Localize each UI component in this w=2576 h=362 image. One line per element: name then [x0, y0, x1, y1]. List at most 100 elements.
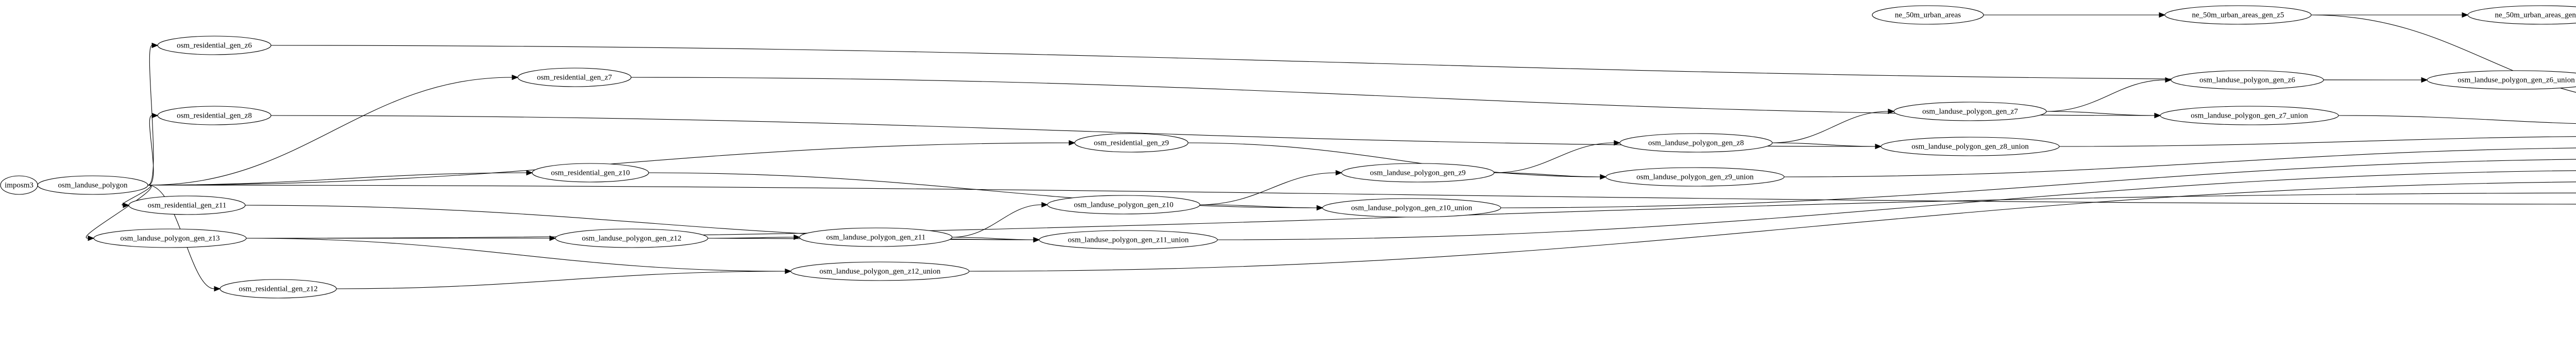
graph-edge: [86, 185, 152, 239]
graph-edge: [648, 172, 1317, 208]
node-ellipse[interactable]: [1872, 5, 1984, 25]
node-ellipse[interactable]: [532, 163, 649, 183]
graph-edge: [270, 45, 2422, 80]
edge-arrowhead: [526, 170, 533, 176]
graph-node-osm_landuse_polygon_gen_z11[interactable]: osm_landuse_polygon_gen_z11: [799, 227, 953, 247]
node-label: ne_50m_urban_areas_gen_z5: [2192, 11, 2284, 19]
edge-arrowhead: [1888, 108, 1895, 114]
graph-edge: [1494, 142, 1615, 173]
edge-arrowhead: [88, 235, 95, 241]
graph-node-osm_landuse_polygon_gen_z8[interactable]: osm_landuse_polygon_gen_z8: [1619, 133, 1773, 153]
graph-node-ne_50m_urban_areas[interactable]: ne_50m_urban_areas: [1872, 5, 1984, 25]
node-label: osm_residential_gen_z8: [177, 111, 252, 120]
graph-node-osm_residential_gen_z6[interactable]: osm_residential_gen_z6: [157, 36, 272, 55]
graph-node-osm_residential_gen_z12[interactable]: osm_residential_gen_z12: [219, 279, 337, 299]
edge-arrowhead: [2159, 12, 2166, 18]
node-ellipse[interactable]: [1039, 230, 1218, 250]
edge-layer: [30, 12, 2576, 292]
graph-node-ne_50m_urban_areas_gen_z5[interactable]: ne_50m_urban_areas_gen_z5: [2164, 5, 2312, 25]
node-label: osm_landuse_polygon_gen_z8_union: [1911, 142, 2029, 151]
node-ellipse[interactable]: [2467, 5, 2576, 25]
node-label: osm_landuse_polygon_gen_z7: [1922, 107, 2018, 116]
node-ellipse[interactable]: [157, 36, 272, 55]
graph-node-osm_landuse_polygon_gen_z10_union[interactable]: osm_landuse_polygon_gen_z10_union: [1322, 198, 1501, 218]
graph-edge: [246, 238, 786, 272]
node-ellipse[interactable]: [37, 175, 148, 195]
graph-node-osm_landuse_polygon_gen_z7_union[interactable]: osm_landuse_polygon_gen_z7_union: [2160, 106, 2339, 125]
graph-node-osm_residential_gen_z10[interactable]: osm_residential_gen_z10: [532, 163, 649, 183]
edge-arrowhead: [2421, 77, 2428, 83]
graph-edge: [1772, 142, 1876, 147]
graph-edge: [631, 77, 2155, 116]
graph-node-osm_landuse_polygon_gen_z7[interactable]: osm_landuse_polygon_gen_z7: [1893, 102, 2047, 121]
edge-arrowhead: [2462, 12, 2469, 18]
node-label: ne_50m_urban_areas: [1895, 11, 1961, 19]
node-ellipse[interactable]: [1605, 167, 1785, 187]
node-label: osm_landuse_polygon_gen_z11_union: [1068, 236, 1189, 244]
graph-node-osm_landuse_polygon_gen_z12_union[interactable]: osm_landuse_polygon_gen_z12_union: [790, 261, 970, 281]
node-ellipse[interactable]: [2171, 70, 2324, 90]
node-label: osm_landuse_polygon_gen_z10: [1074, 201, 1173, 209]
graph-node-osm_landuse_polygon_gen_z13[interactable]: osm_landuse_polygon_gen_z13: [93, 228, 247, 248]
edge-arrowhead: [1614, 140, 1621, 146]
graph-node-osm_residential_gen_z7[interactable]: osm_residential_gen_z7: [517, 68, 632, 87]
graph-node-osm_residential_gen_z11[interactable]: osm_residential_gen_z11: [128, 195, 246, 215]
node-ellipse[interactable]: [799, 227, 953, 247]
node-ellipse[interactable]: [1893, 102, 2047, 121]
node-ellipse[interactable]: [157, 106, 272, 125]
edge-arrowhead: [793, 234, 801, 240]
graph-node-osm_landuse_polygon_gen_z6[interactable]: osm_landuse_polygon_gen_z6: [2171, 70, 2324, 90]
node-label: osm_residential_gen_z12: [239, 285, 317, 293]
node-ellipse[interactable]: [790, 261, 970, 281]
node-ellipse[interactable]: [517, 68, 632, 87]
graph-node-osm_residential_gen_z9[interactable]: osm_residential_gen_z9: [1074, 133, 1189, 153]
node-ellipse[interactable]: [2160, 106, 2339, 125]
edge-arrowhead: [785, 268, 792, 274]
graph-edge: [336, 271, 786, 289]
node-label: osm_residential_gen_z9: [1094, 139, 1169, 147]
graph-edge: [952, 204, 1042, 238]
graph-edge: [1772, 111, 1889, 143]
graph-edge: [1188, 142, 1601, 177]
node-ellipse[interactable]: [1322, 198, 1501, 218]
graph-edge: [969, 182, 2576, 272]
node-label: osm_landuse_polygon: [58, 181, 128, 189]
edge-arrowhead: [151, 112, 159, 119]
graph-node-osm_landuse_polygon_gen_z12[interactable]: osm_landuse_polygon_gen_z12: [555, 228, 708, 248]
node-label: imposm3: [5, 181, 33, 189]
node-ellipse[interactable]: [1880, 137, 2060, 156]
node-label: osm_landuse_polygon_gen_z12: [582, 234, 681, 242]
edge-arrowhead: [123, 202, 130, 208]
node-ellipse[interactable]: [93, 228, 247, 248]
graph-node-ne_50m_urban_areas_gen_z4[interactable]: ne_50m_urban_areas_gen_z4: [2467, 5, 2576, 25]
graph-node-osm_landuse_polygon[interactable]: osm_landuse_polygon: [37, 175, 148, 195]
edge-arrowhead: [1041, 202, 1048, 208]
graph-node-osm_landuse_polygon_gen_z9_union[interactable]: osm_landuse_polygon_gen_z9_union: [1605, 167, 1785, 187]
node-label: osm_landuse_polygon_gen_z12_union: [820, 267, 941, 275]
graph-edge: [147, 115, 154, 186]
node-ellipse[interactable]: [1341, 163, 1495, 183]
node-ellipse[interactable]: [219, 279, 337, 299]
graph-node-osm_landuse_polygon_gen_z8_union[interactable]: osm_landuse_polygon_gen_z8_union: [1880, 137, 2060, 156]
node-ellipse[interactable]: [128, 195, 246, 215]
graph-node-imposm3[interactable]: imposm3: [0, 175, 38, 195]
node-ellipse[interactable]: [2427, 70, 2576, 90]
edge-arrowhead: [549, 235, 556, 241]
graph-node-osm_residential_gen_z8[interactable]: osm_residential_gen_z8: [157, 106, 272, 125]
graph-node-osm_landuse_polygon_gen_z11_union[interactable]: osm_landuse_polygon_gen_z11_union: [1039, 230, 1218, 250]
graph-node-osm_landuse_polygon_gen_z10[interactable]: osm_landuse_polygon_gen_z10: [1047, 195, 1200, 215]
node-ellipse[interactable]: [1619, 133, 1773, 153]
node-ellipse[interactable]: [1047, 195, 1200, 215]
edge-arrowhead: [1316, 205, 1324, 211]
graph-edge: [2046, 111, 2155, 116]
graph-node-osm_landuse_polygon_gen_z9[interactable]: osm_landuse_polygon_gen_z9: [1341, 163, 1495, 183]
node-ellipse[interactable]: [1074, 133, 1189, 153]
graph-node-osm_landuse_polygon_gen_z6_union[interactable]: osm_landuse_polygon_gen_z6_union: [2427, 70, 2576, 90]
graph-edge: [2311, 14, 2576, 93]
node-ellipse[interactable]: [555, 228, 708, 248]
graph-edge: [270, 115, 1876, 147]
node-ellipse[interactable]: [2164, 5, 2312, 25]
